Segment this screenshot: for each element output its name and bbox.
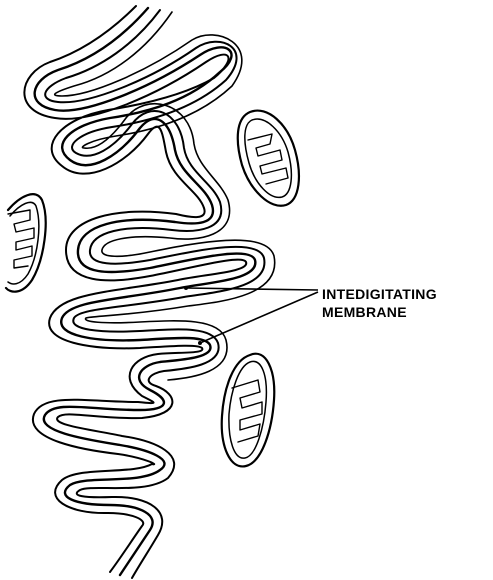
annotation-label: INTEDIGITATING MEMBRANE	[322, 286, 437, 320]
annotation-line-2: MEMBRANE	[322, 304, 407, 320]
mitochondrion-icon	[238, 111, 299, 206]
mitochondrion-icon	[6, 194, 46, 292]
interdigitating-membrane	[24, 6, 274, 578]
annotation-line-1: INTEDIGITATING	[322, 286, 437, 302]
mitochondrion-icon	[222, 354, 275, 467]
